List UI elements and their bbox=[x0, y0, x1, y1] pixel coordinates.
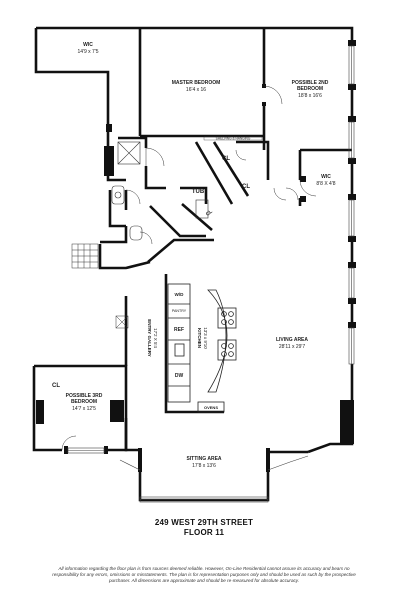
disclaimer-text: All information regarding the floor plan… bbox=[30, 566, 378, 585]
shelving-note: SHELVING & HANGING bbox=[216, 137, 251, 141]
doors bbox=[61, 85, 317, 451]
wic-2-label: WIC bbox=[321, 174, 331, 180]
master-bedroom-dimensions: 16'4 x 16 bbox=[186, 87, 206, 93]
pantry-label: PANTRY bbox=[172, 309, 187, 313]
structural-columns bbox=[36, 40, 356, 472]
washer-dryer-label: W/D bbox=[175, 292, 185, 297]
disclaimer-line: purchaser. All dimensions are approximat… bbox=[108, 578, 300, 584]
entry-gallery-label: ENTRY GALLERY bbox=[147, 319, 152, 357]
tub-label: TUB bbox=[192, 189, 205, 195]
closet-label: CL bbox=[242, 184, 250, 190]
closet-label: CL bbox=[222, 156, 230, 162]
living-area-label: LIVING AREA bbox=[276, 337, 308, 343]
disclaimer-line: All information regarding the floor plan… bbox=[58, 566, 350, 571]
kitchen-label: KITCHEN bbox=[197, 328, 202, 348]
second-bedroom-label: POSSIBLE 2ND bbox=[292, 80, 329, 86]
wic-dimensions: 14'9 x 7'5 bbox=[77, 49, 98, 55]
sitting-area-dimensions: 17'8 x 13'6 bbox=[192, 463, 216, 469]
closet-label: CL bbox=[52, 383, 60, 389]
bath-fixtures bbox=[111, 141, 209, 241]
refrigerator-label: REF bbox=[174, 327, 184, 333]
ovens-label: OVENS bbox=[204, 405, 218, 410]
wic-2-dimensions: 8'8 X 4'8 bbox=[316, 181, 335, 187]
disclaimer-line: responsibility for any errors, omissions… bbox=[52, 572, 356, 578]
dishwasher-label: DW bbox=[175, 373, 184, 379]
wic-label: WIC bbox=[83, 42, 93, 48]
entry-gallery-dimensions: 17'2 X 5'4 bbox=[153, 328, 158, 348]
master-bedroom-label: MASTER BEDROOM bbox=[172, 80, 221, 86]
sitting-area-label: SITTING AREA bbox=[186, 456, 221, 462]
room-labels: WIC 14'9 x 7'5 MASTER BEDROOM 16'4 x 16 … bbox=[52, 42, 336, 469]
third-bedroom-label: POSSIBLE 3RD bbox=[66, 393, 103, 399]
third-bedroom-label-line2: BEDROOM bbox=[71, 399, 97, 405]
closet-label: CL bbox=[205, 209, 214, 218]
stair bbox=[71, 243, 129, 329]
address-caption: 249 WEST 29TH STREET bbox=[154, 518, 254, 527]
living-area-dimensions: 28'11 x 29'7 bbox=[279, 344, 306, 350]
second-bedroom-label-line2: BEDROOM bbox=[297, 86, 323, 92]
floor-caption: FLOOR 11 bbox=[183, 528, 225, 537]
third-bedroom-dimensions: 14'7 x 12'5 bbox=[72, 406, 96, 412]
second-bedroom-dimensions: 18'8 x 16'6 bbox=[298, 93, 322, 99]
appliance-labels: W/D PANTRY REF DW OVENS bbox=[172, 292, 218, 410]
windows bbox=[67, 45, 355, 503]
shelving-strip bbox=[203, 136, 263, 141]
kitchen-dimensions: 13'3 x 9'10 bbox=[203, 327, 208, 349]
kitchen-fixtures bbox=[167, 283, 237, 413]
